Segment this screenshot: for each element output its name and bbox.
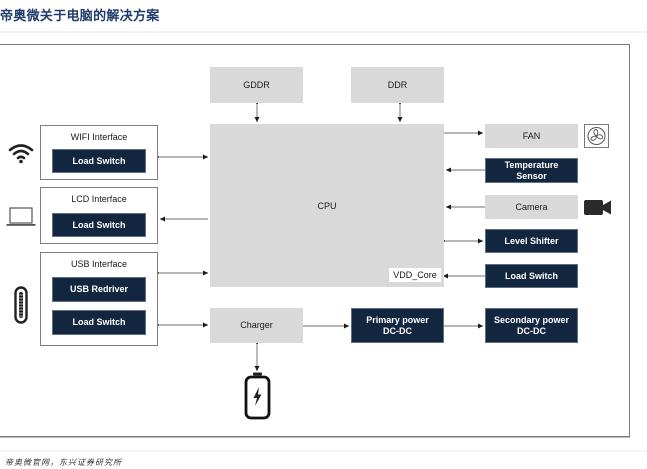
secondary-power-line2: DC-DC	[517, 325, 546, 336]
vdd-core-label: VDD_Core	[389, 268, 441, 282]
footer-divider	[0, 450, 647, 452]
laptop-icon	[6, 207, 36, 226]
battery-charging-icon	[244, 372, 271, 420]
secondary-power-block: Secondary power DC-DC	[485, 308, 578, 343]
usb-load-switch: Load Switch	[52, 310, 146, 335]
usb-redriver: USB Redriver	[52, 277, 146, 302]
fan-block: FAN	[485, 124, 578, 148]
primary-power-block: Primary power DC-DC	[351, 308, 444, 343]
camera-block: Camera	[485, 195, 578, 219]
video-camera-icon	[584, 200, 611, 215]
usb-c-icon	[14, 286, 28, 324]
gddr-block: GDDR	[210, 67, 303, 103]
primary-power-line2: DC-DC	[383, 325, 412, 336]
temperature-sensor-block: Temperature Sensor	[485, 158, 578, 183]
diagram-frame	[0, 44, 630, 437]
level-shifter-block: Level Shifter	[485, 229, 578, 253]
charger-block: Charger	[210, 308, 303, 343]
cpu-block: CPU	[210, 124, 444, 287]
title-divider	[0, 31, 647, 33]
ddr-block: DDR	[351, 67, 444, 103]
primary-power-line1: Primary power	[366, 314, 429, 325]
wifi-interface-title: WIFI Interface	[70, 132, 128, 142]
secondary-power-line1: Secondary power	[493, 314, 570, 325]
right-load-switch-block: Load Switch	[485, 264, 578, 288]
temperature-line2: Sensor	[516, 170, 547, 181]
source-note: ：帝奥微官网，东兴证券研究所	[0, 458, 122, 467]
cpu-label: CPU	[317, 201, 337, 211]
page-title: 帝奥微关于电脑的解决方案	[0, 9, 160, 24]
usb-interface-title: USB Interface	[70, 259, 128, 269]
lcd-interface-title: LCD Interface	[71, 194, 127, 204]
wifi-icon	[8, 144, 34, 164]
wifi-load-switch: Load Switch	[52, 149, 146, 173]
fan-icon	[584, 124, 609, 148]
temperature-line1: Temperature	[504, 159, 559, 170]
lcd-load-switch: Load Switch	[52, 213, 146, 237]
